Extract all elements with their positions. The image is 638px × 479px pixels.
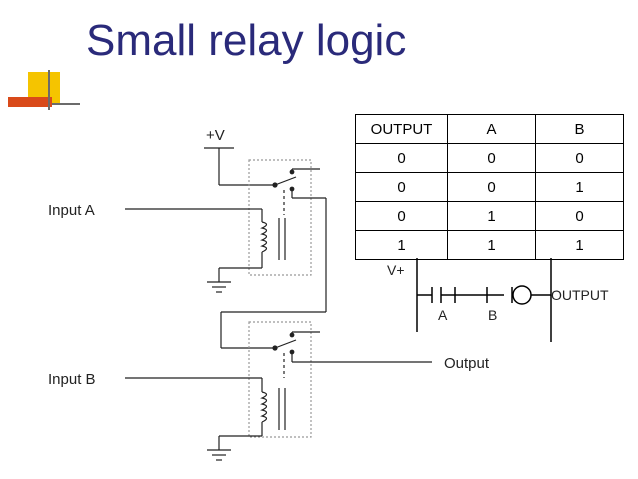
ladder-contact-a-label: A: [438, 307, 448, 323]
header-b: B: [535, 114, 624, 144]
ladder-rail-label: V+: [387, 262, 405, 278]
truth-table: OUTPUT A B 0 0 0 0 0 1 0 1 0 1 1 1: [355, 114, 624, 260]
cell-output: 0: [355, 201, 448, 231]
cell-a: 0: [447, 172, 536, 202]
decorative-title-rule: [52, 103, 80, 105]
cell-a: 0: [447, 143, 536, 173]
relay-b-enclosure: [248, 321, 312, 438]
cell-b: 1: [535, 230, 624, 260]
header-output: OUTPUT: [355, 114, 448, 144]
coil-a: [260, 221, 268, 253]
cell-a: 1: [447, 201, 536, 231]
truth-table-row: 0 1 0: [355, 201, 624, 231]
supply-label: +V: [206, 127, 225, 144]
truth-table-row: 0 0 0: [355, 143, 624, 173]
ladder-coil-label: OUTPUT: [551, 287, 609, 303]
slide-title: Small relay logic: [86, 16, 407, 65]
decorative-vertical-line: [48, 70, 50, 110]
ladder-contact-b-label: B: [488, 307, 497, 323]
relay-b-switch-arm: [274, 339, 297, 349]
decorative-red-bar: [8, 97, 52, 107]
input-b-label: Input B: [48, 371, 96, 388]
truth-table-row: 1 1 1: [355, 230, 624, 260]
relay-circuit: [125, 147, 432, 461]
relay-a-enclosure: [248, 159, 312, 276]
cell-a: 1: [447, 230, 536, 260]
truth-table-row: 0 0 1: [355, 172, 624, 202]
coil-b: [260, 391, 268, 423]
cell-output: 0: [355, 172, 448, 202]
ladder-diagram: [416, 258, 552, 342]
relay-a-switch-arm: [274, 176, 297, 186]
output-coil: [512, 285, 532, 305]
input-a-label: Input A: [48, 202, 95, 219]
output-label: Output: [444, 355, 490, 372]
